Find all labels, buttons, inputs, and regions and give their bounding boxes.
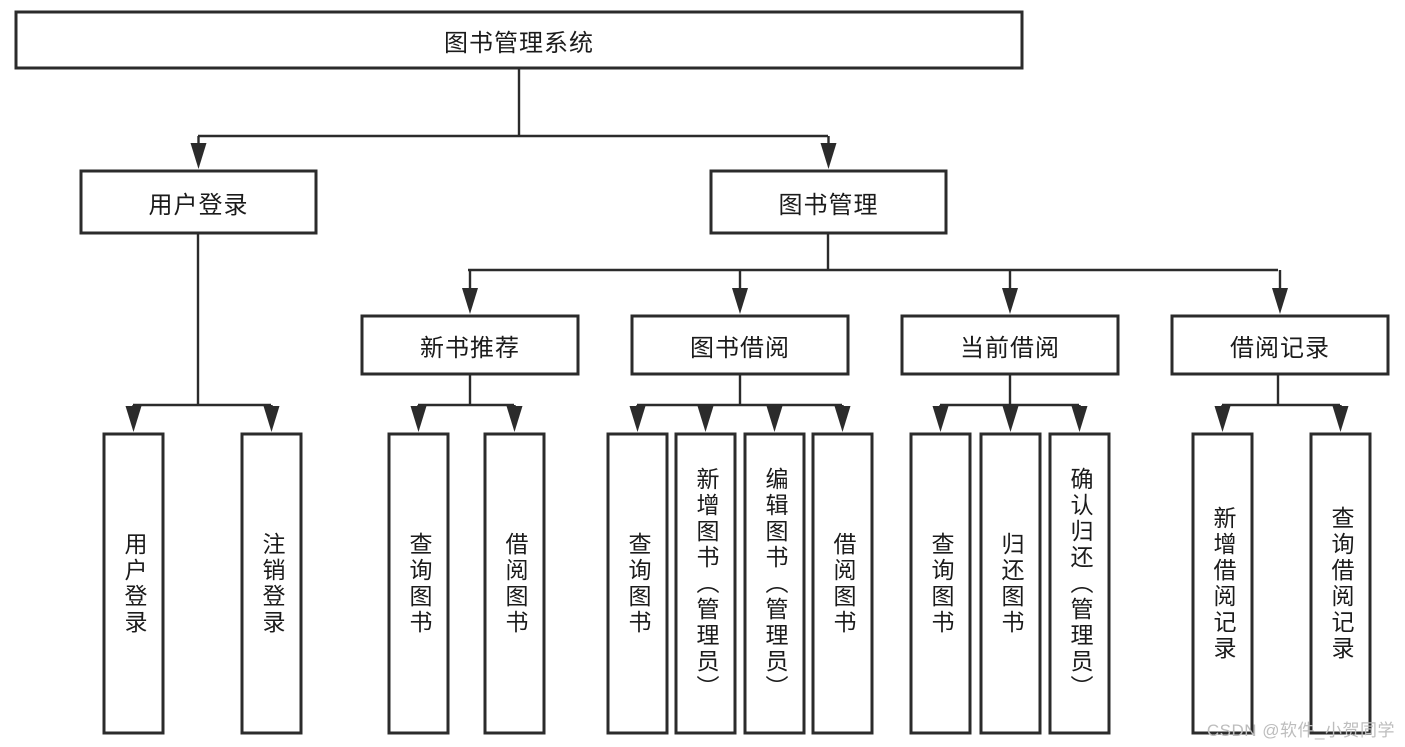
node-box-leaf-add-record[interactable] — [1191, 432, 1254, 735]
connector-arrowhead — [1071, 406, 1088, 432]
connector-arrowhead — [820, 143, 837, 169]
connector-arrowhead — [834, 406, 851, 432]
node-box-leaf-query-record[interactable] — [1309, 432, 1372, 735]
connector-arrowhead — [410, 406, 427, 432]
node-box-leaf-return-book[interactable] — [979, 432, 1042, 735]
watermark-text: CSDN @软件_小贺同学 — [1206, 721, 1395, 740]
node-box-book-manage[interactable] — [709, 169, 948, 235]
node-box-leaf-logout[interactable] — [240, 432, 303, 735]
node-box-user-login[interactable] — [79, 169, 318, 235]
connector-arrowhead — [766, 406, 783, 432]
connector-arrowhead — [1002, 288, 1018, 314]
node-box-leaf-borrow-book-2[interactable] — [811, 432, 874, 735]
connector-arrowhead — [1002, 406, 1019, 432]
connector-arrowhead — [932, 406, 949, 432]
connector-arrowhead — [506, 406, 523, 432]
node-box-leaf-edit-book[interactable] — [743, 432, 806, 735]
connector-arrowhead — [1214, 406, 1231, 432]
node-box-leaf-query-book-3[interactable] — [909, 432, 972, 735]
connector-arrowhead — [462, 288, 478, 314]
connector-arrowhead — [125, 406, 142, 432]
node-box-book-borrow[interactable] — [630, 314, 850, 376]
connector-arrowhead — [263, 406, 280, 432]
connector-arrowhead — [697, 406, 714, 432]
connector-arrowhead — [732, 288, 748, 314]
node-box-new-book-rec[interactable] — [360, 314, 580, 376]
connector-arrowhead — [629, 406, 646, 432]
node-box-leaf-borrow-book-1[interactable] — [483, 432, 546, 735]
nodes-layer — [14, 10, 1390, 735]
connector-arrowhead — [1332, 406, 1349, 432]
node-box-borrow-record[interactable] — [1170, 314, 1390, 376]
node-box-leaf-confirm-return[interactable] — [1048, 432, 1111, 735]
connector-arrowhead — [1272, 288, 1288, 314]
node-box-root[interactable] — [14, 10, 1024, 70]
node-box-leaf-user-login[interactable] — [102, 432, 165, 735]
node-box-current-borrow[interactable] — [900, 314, 1120, 376]
connector-arrowhead — [190, 143, 207, 169]
edges-layer — [125, 68, 1349, 432]
node-box-leaf-add-book[interactable] — [674, 432, 737, 735]
node-box-leaf-query-book-1[interactable] — [387, 432, 450, 735]
node-box-leaf-query-book-2[interactable] — [606, 432, 669, 735]
